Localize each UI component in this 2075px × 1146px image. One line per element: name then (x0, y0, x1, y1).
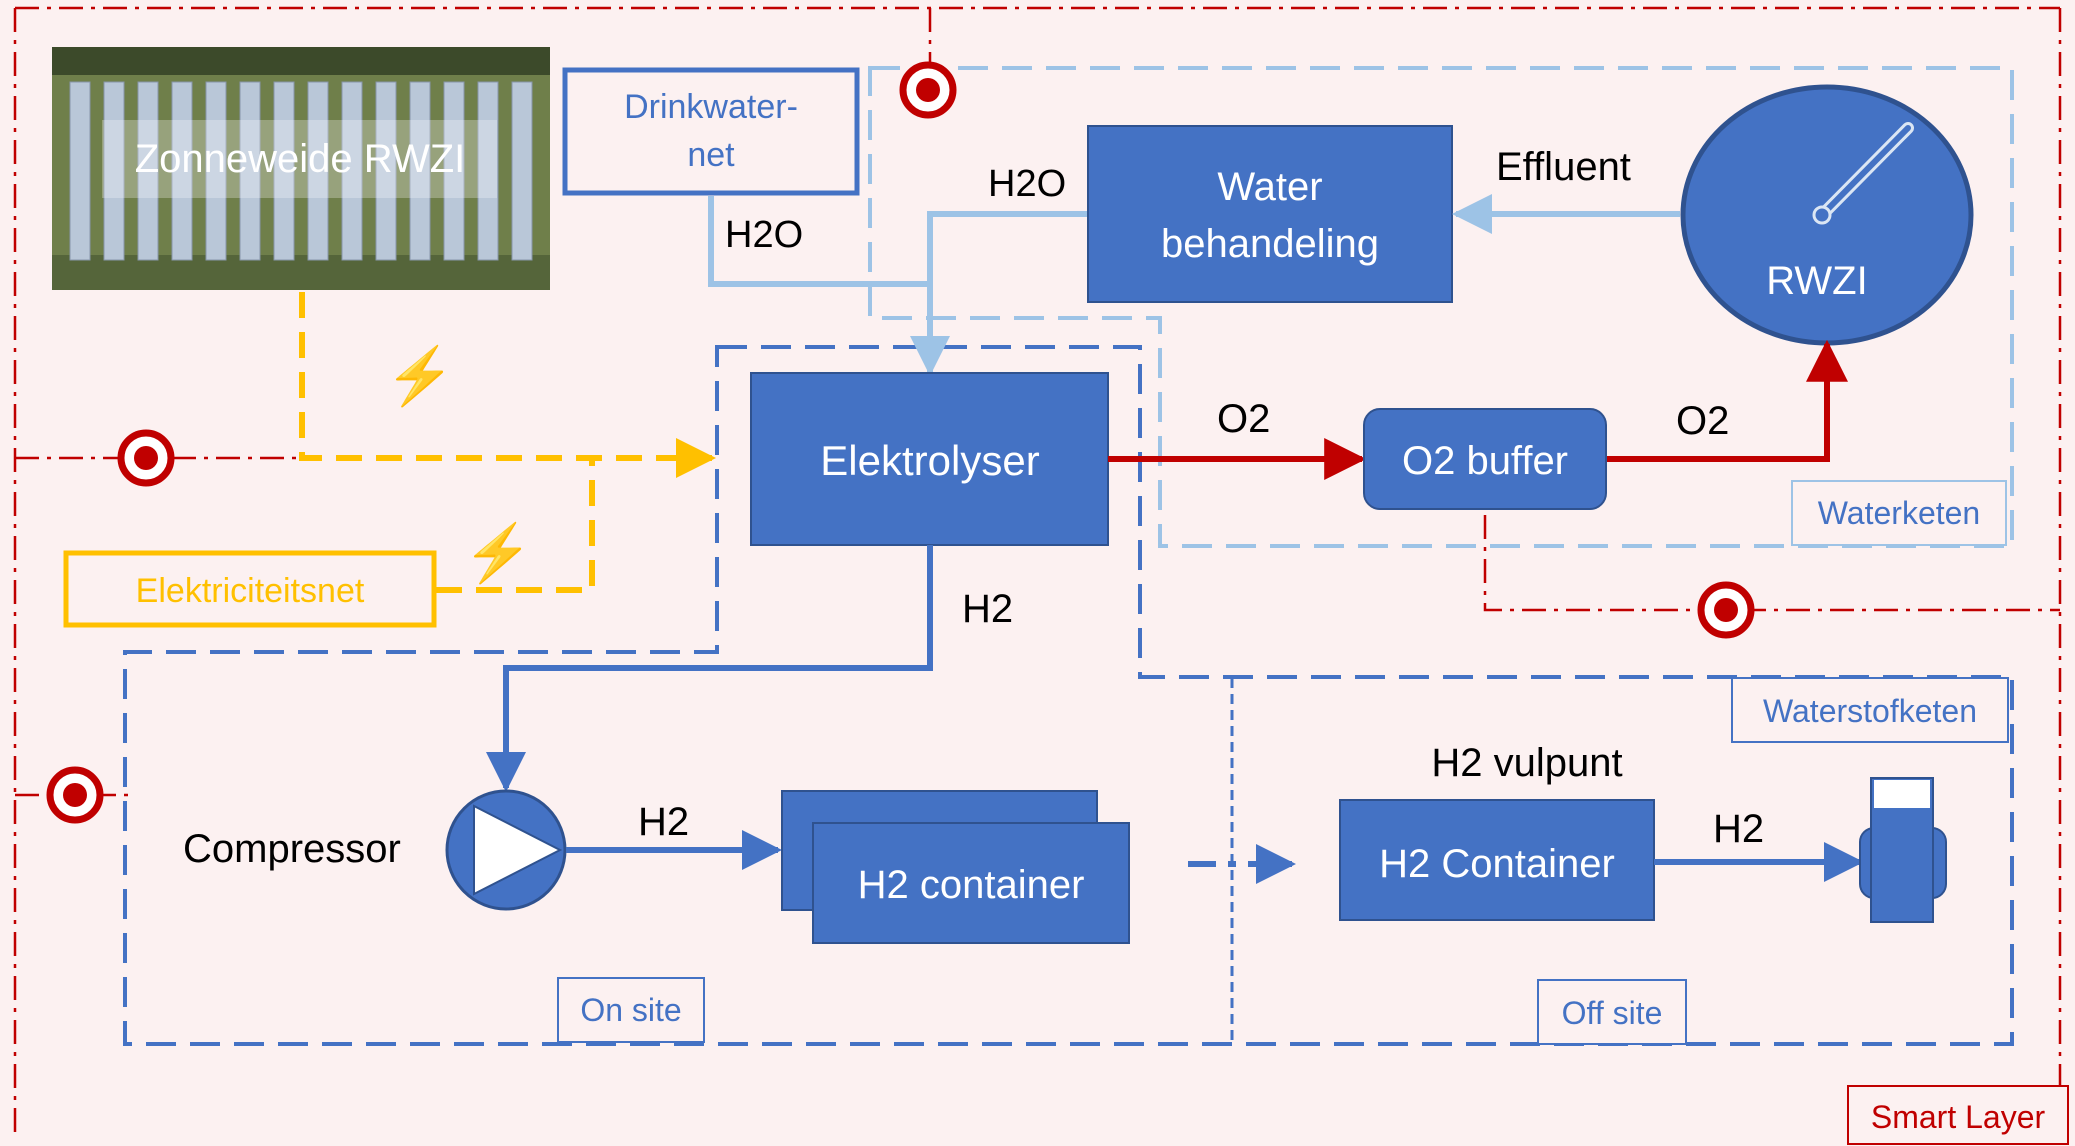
h2-container-onsite-label: H2 container (858, 863, 1085, 907)
solar-panel-row (341, 81, 363, 261)
solar-panel-row (375, 81, 397, 261)
lightning-icon: ⚡ (385, 344, 455, 409)
solar-panel-row (307, 81, 329, 261)
compressor-label: Compressor (183, 827, 401, 871)
solar-label: Zonneweide RWZI (135, 137, 466, 181)
solar-panel-row (273, 81, 295, 261)
smart-layer-label: Smart Layer (1871, 1099, 2046, 1135)
h2-from-compressor-label: H2 (638, 800, 689, 844)
target-icon[interactable] (899, 61, 957, 119)
lightning-icon: ⚡ (463, 521, 533, 586)
solar-panel-row (69, 81, 91, 261)
h2o-drinkwater-label: H2O (725, 214, 803, 256)
effluent-label: Effluent (1496, 145, 1631, 189)
h2-from-electrolyser-label: H2 (962, 587, 1013, 631)
h2-container-offsite-node[interactable]: H2 Container (1339, 799, 1655, 921)
solar-panel-row (205, 81, 227, 261)
o2-to-rwzi-label: O2 (1676, 399, 1729, 443)
grid-node[interactable]: Elektriciteitsnet (63, 550, 437, 628)
compressor-node[interactable] (445, 789, 567, 911)
waterketen-zone (868, 66, 2014, 548)
smart-layer-tag: Smart Layer (1847, 1085, 2069, 1145)
waterketen-tag: Waterketen (1791, 480, 2007, 546)
smart-layer-border (13, 6, 2062, 1140)
waterketen-label: Waterketen (1818, 495, 1980, 531)
electrolyser-node[interactable]: Elektrolyser (750, 372, 1109, 546)
h2-container-onsite-node[interactable]: H2 container (781, 790, 1130, 944)
grid-power-line (436, 460, 595, 593)
play-icon (473, 804, 563, 896)
h2o-treated-label: H2O (988, 163, 1066, 205)
h2-main-pipe (486, 545, 933, 792)
solar-panel-row (103, 81, 125, 261)
drinkwater-node[interactable]: Drinkwater- net (562, 67, 860, 196)
o2-pipes (1108, 339, 1848, 480)
h2o-pipes (708, 196, 1088, 376)
rwzi-node[interactable]: RWZI (1680, 84, 1974, 346)
o2-to-buffer-label: O2 (1217, 397, 1270, 441)
solar-panel-row (511, 81, 533, 261)
o2-buffer-label: O2 buffer (1402, 439, 1568, 483)
target-icon[interactable] (117, 429, 175, 487)
off-site-tag: Off site (1537, 979, 1687, 1045)
solar-panel-row (409, 81, 431, 261)
water-treatment-label-line2: behandeling (1161, 222, 1379, 266)
waterstofketen-tag: Waterstofketen (1731, 677, 2009, 743)
h2-vulpunt-label: H2 vulpunt (1431, 741, 1622, 785)
drinkwater-label-line1: Drinkwater- (624, 88, 798, 126)
solar-panel-row (137, 81, 159, 261)
o2-buffer-node[interactable]: O2 buffer (1363, 408, 1607, 510)
hydrogen-tank-icon[interactable] (1859, 777, 1947, 923)
water-treatment-label-line1: Water (1217, 165, 1322, 209)
water-treatment-node[interactable]: Water behandeling (1087, 125, 1453, 303)
solar-field-image: Zonneweide RWZI (52, 47, 550, 290)
target-icon[interactable] (46, 766, 104, 824)
on-site-label: On site (580, 992, 681, 1028)
gauge-icon (1812, 122, 1914, 225)
waterstofketen-label: Waterstofketen (1763, 693, 1977, 729)
off-site-label: Off site (1562, 995, 1663, 1031)
solar-panel-row (443, 81, 465, 261)
solar-panel-row (477, 81, 499, 261)
solar-power-line (299, 292, 716, 478)
h2-container-offsite-label: H2 Container (1379, 842, 1615, 886)
electrolyser-label: Elektrolyser (820, 437, 1039, 484)
grid-label: Elektriciteitsnet (136, 572, 365, 610)
on-site-tag: On site (557, 977, 705, 1043)
solar-panel-row (239, 81, 261, 261)
target-icon[interactable] (1697, 581, 1755, 639)
h2-to-vehicle-label: H2 (1713, 807, 1764, 851)
rwzi-label: RWZI (1766, 259, 1867, 303)
solar-panel-row (171, 81, 193, 261)
drinkwater-label-line2: net (687, 136, 735, 174)
